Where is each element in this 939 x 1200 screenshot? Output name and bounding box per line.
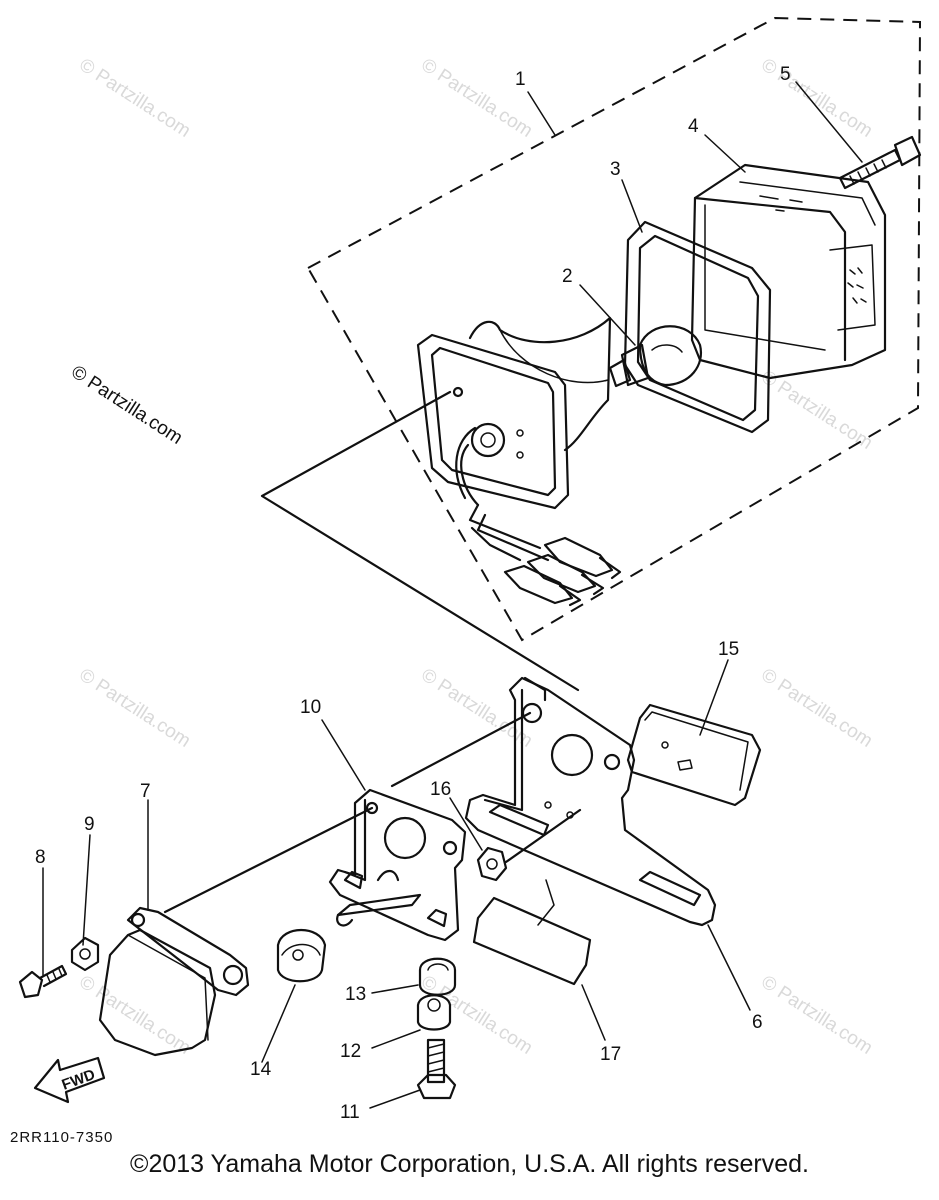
callout-4: 4 <box>688 116 699 137</box>
bracket-nut <box>476 846 508 882</box>
lamp-screw <box>18 964 68 999</box>
forward-arrow-icon: FWD <box>33 1056 106 1104</box>
callout-leaders <box>42 81 863 1109</box>
watermark: © Partzilla.com <box>757 972 876 1059</box>
stay-bolt <box>416 1038 457 1100</box>
callout-1: 1 <box>515 69 526 90</box>
tail-lamp-base <box>416 316 622 607</box>
callout-labels: 1 2 3 4 5 6 7 8 9 10 11 12 13 14 15 16 1… <box>35 64 791 1123</box>
callout-2: 2 <box>562 266 573 287</box>
watermark: © Partzilla.com <box>757 367 876 454</box>
collar <box>416 994 452 1031</box>
lens-screw <box>838 135 922 190</box>
callout-10: 10 <box>300 697 321 718</box>
watermark: © Partzilla.com <box>75 972 194 1059</box>
nut-leader-line <box>504 808 582 864</box>
watermark-prominent: © Partzilla.com <box>67 362 186 449</box>
diagram-code: 2RR110-7350 <box>10 1129 113 1146</box>
grommet <box>276 929 327 983</box>
stay-leader-line <box>163 806 374 914</box>
watermark: © Partzilla.com <box>75 665 194 752</box>
assembly-leader-line <box>260 390 580 692</box>
license-lamp <box>98 906 250 1057</box>
watermark: © Partzilla.com <box>417 55 536 142</box>
callout-16: 16 <box>430 779 451 800</box>
callout-6: 6 <box>752 1012 763 1033</box>
callout-8: 8 <box>35 847 46 868</box>
watermark: © Partzilla.com <box>75 55 194 142</box>
callout-13: 13 <box>345 984 366 1005</box>
fwd-label: FWD <box>60 1066 98 1094</box>
bracket-leader-line <box>390 711 532 788</box>
lamp-stay-bracket <box>328 788 467 942</box>
callout-11: 11 <box>340 1102 360 1123</box>
lamp-washer <box>70 936 100 972</box>
plate-label <box>472 879 592 986</box>
watermark: © Partzilla.com <box>757 55 876 142</box>
watermark: © Partzilla.com <box>417 665 536 752</box>
rear-reflector <box>626 703 762 807</box>
assembly-boundary <box>306 16 922 642</box>
callout-14: 14 <box>250 1059 272 1080</box>
tail-lamp-lens <box>690 163 887 380</box>
callout-12: 12 <box>340 1041 361 1062</box>
watermark: © Partzilla.com <box>757 665 876 752</box>
callout-9: 9 <box>84 814 95 835</box>
lens-gasket <box>623 220 772 434</box>
callout-15: 15 <box>718 639 739 660</box>
copyright-notice: ©2013 Yamaha Motor Corporation, U.S.A. A… <box>130 1150 809 1178</box>
callout-17: 17 <box>600 1044 621 1065</box>
callout-3: 3 <box>610 159 621 180</box>
damper <box>418 957 457 996</box>
callout-7: 7 <box>140 781 151 802</box>
bulb <box>608 325 703 388</box>
callout-5: 5 <box>780 64 791 85</box>
